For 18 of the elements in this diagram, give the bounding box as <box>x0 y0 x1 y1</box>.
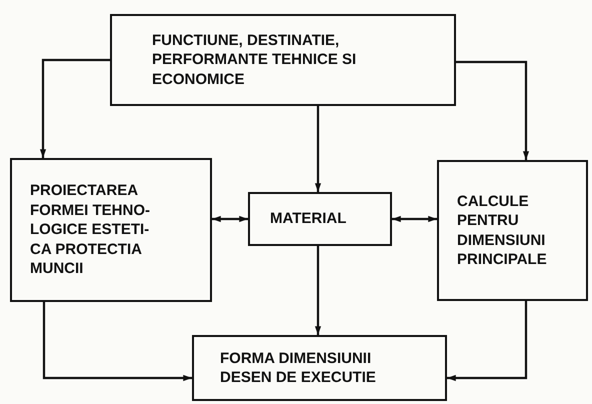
box-text: CALCULE PENTRU DIMENSIUNI PRINCIPALE <box>457 192 548 270</box>
process-box <box>192 335 447 401</box>
box-text: FUNCTIUNE, DESTINATIE, PERFORMANTE TEHNICE SI ECONOMICE <box>152 30 357 90</box>
arrow <box>40 58 110 158</box>
arrow <box>447 301 528 382</box>
arrow <box>42 302 192 382</box>
arrow <box>212 216 248 222</box>
process-box <box>10 158 212 302</box>
box-text: PROIECTAREA FORMEI TEHNO- LOGICE ESTETI- CA PROTECTIA MUNCII <box>30 181 151 279</box>
arrow <box>456 60 530 160</box>
box-text: FORMA DIMENSIUNII DESEN DE EXECUTIE <box>220 348 377 388</box>
box-text: MATERIAL <box>270 209 348 229</box>
arrow <box>314 106 322 192</box>
process-box <box>110 14 456 106</box>
arrow <box>314 246 322 335</box>
process-box <box>248 192 392 246</box>
process-box <box>437 160 588 301</box>
arrow <box>392 216 437 222</box>
